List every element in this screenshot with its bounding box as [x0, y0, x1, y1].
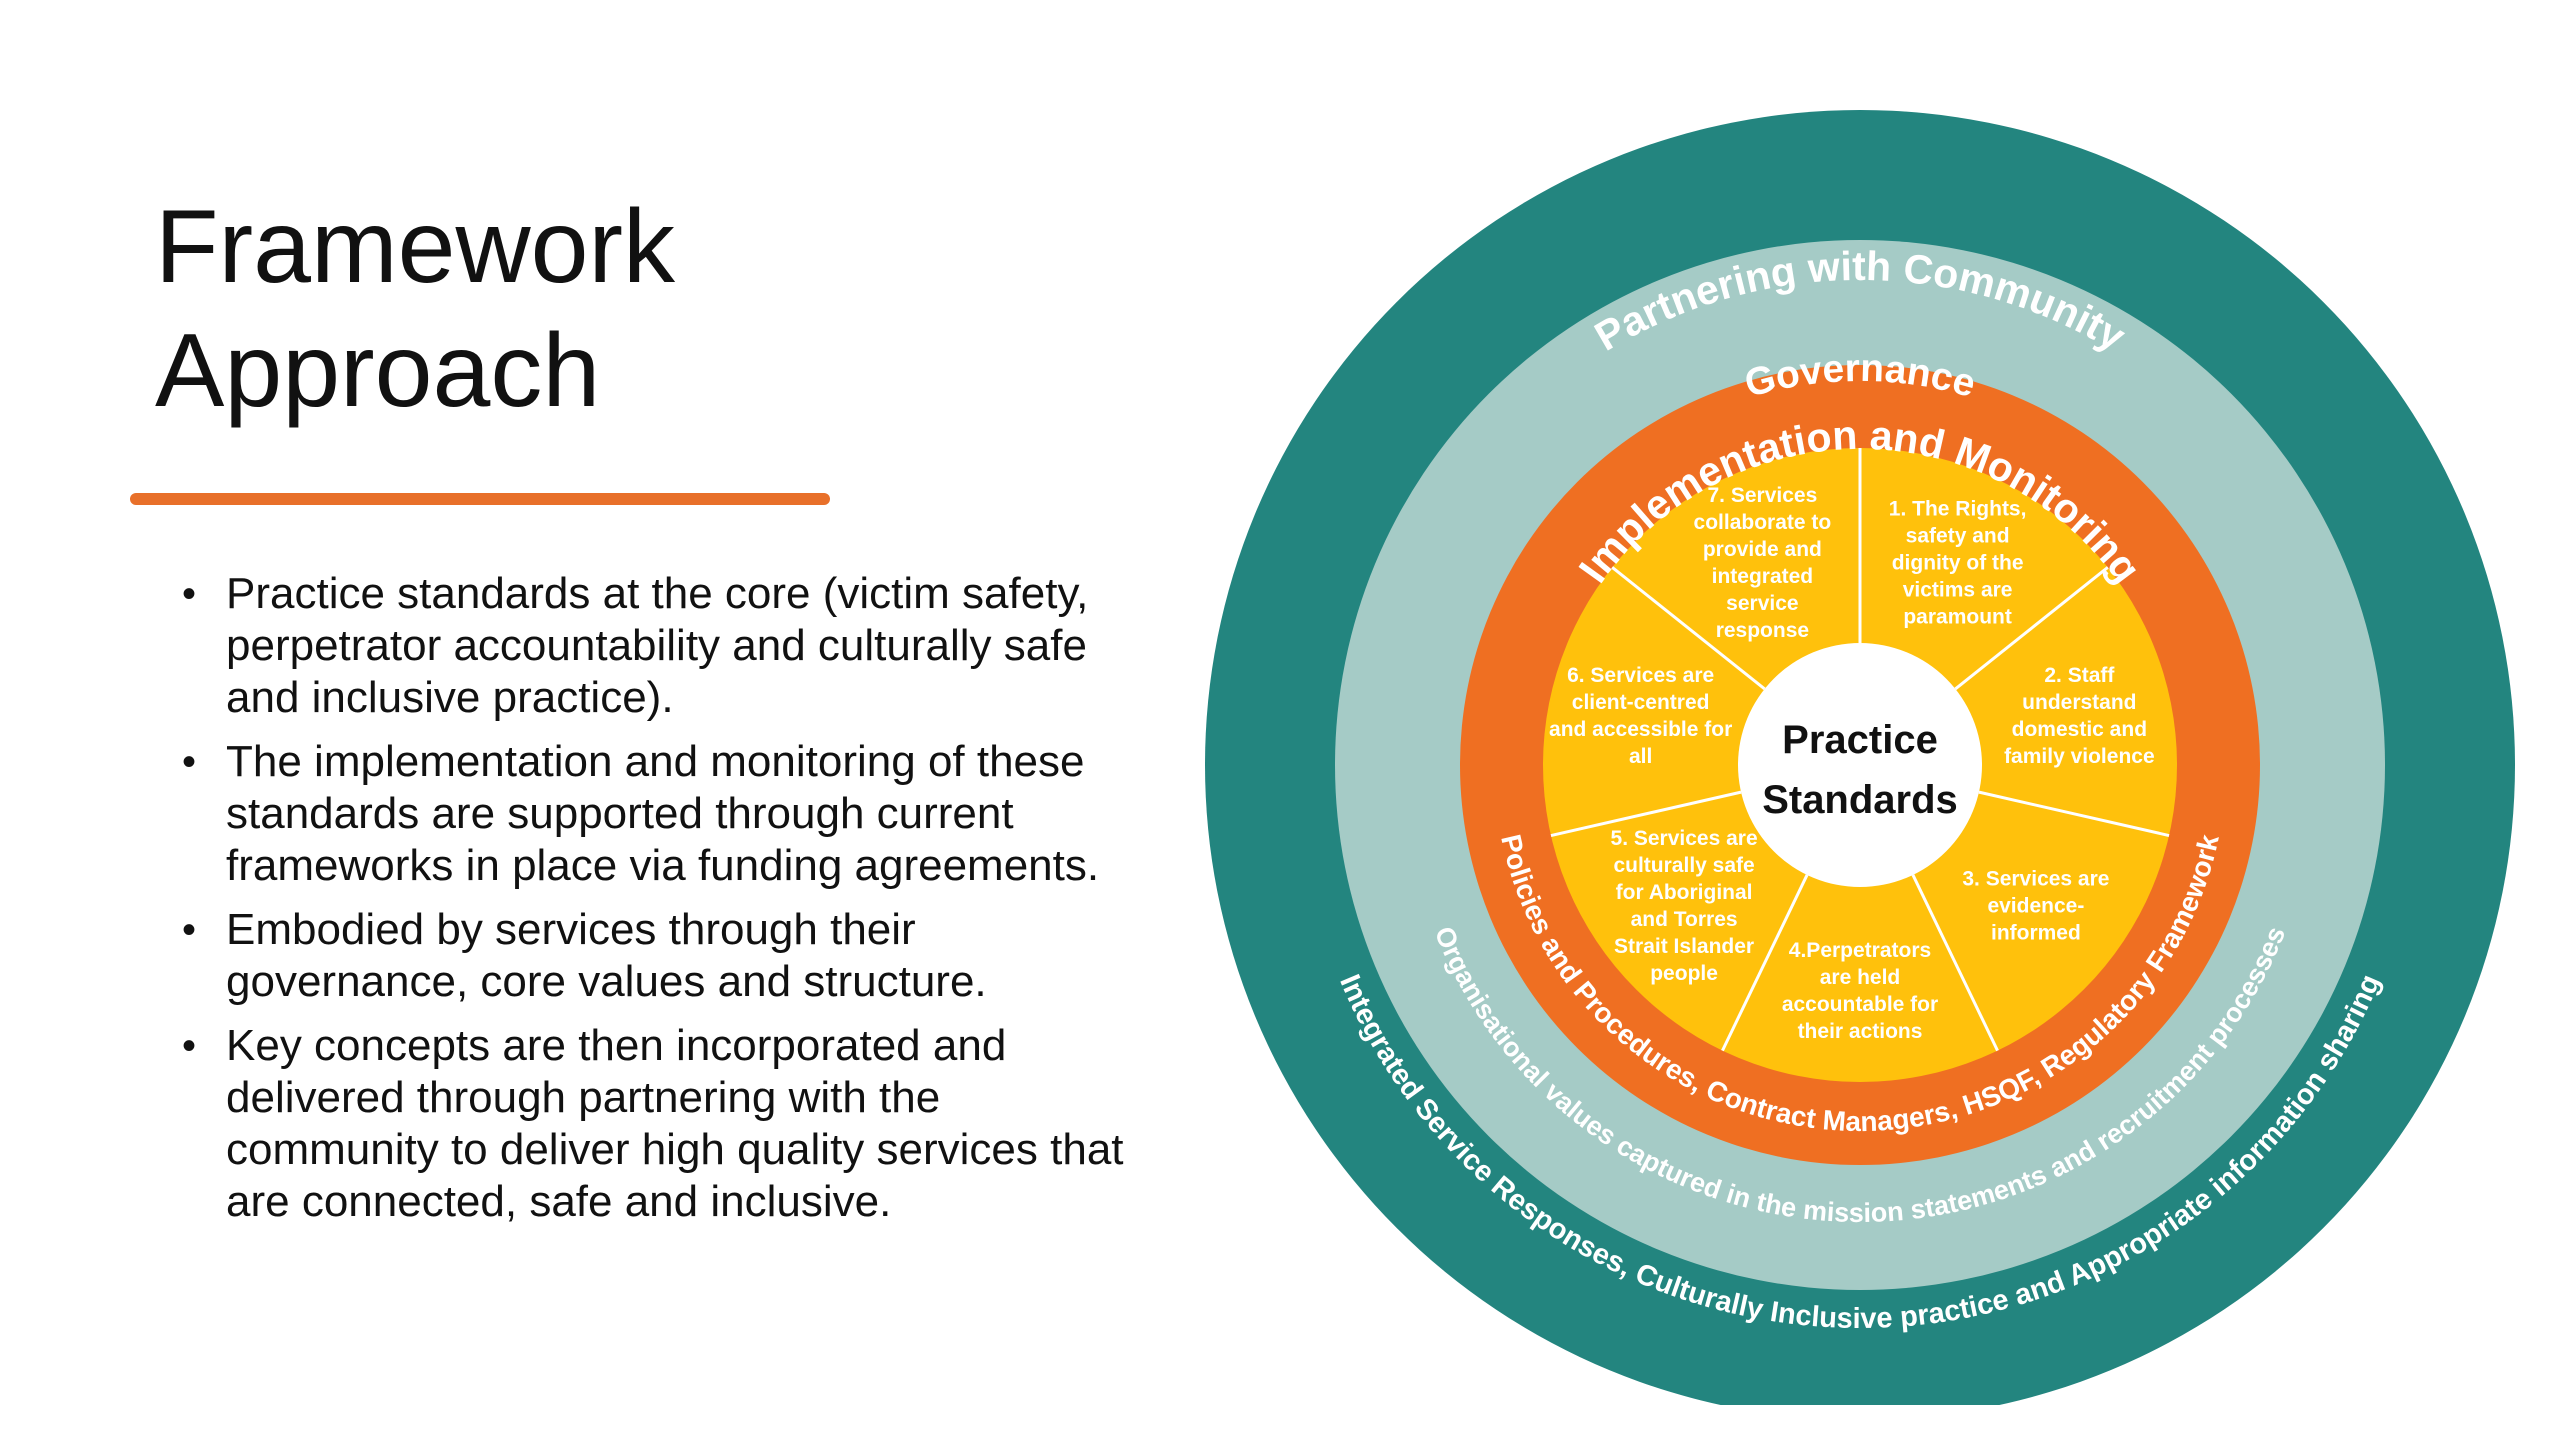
bullet-marker: •: [182, 572, 197, 616]
standard-segment-line: collaborate to: [1694, 511, 1832, 534]
title-line-2: Approach: [155, 313, 601, 429]
standard-segment-line: all: [1629, 745, 1652, 768]
bullet-marker: •: [182, 908, 197, 952]
standard-segment-7-label: 7. Services collaborate to provide and inte…: [1694, 484, 1832, 642]
segment-divider: [1954, 566, 2109, 691]
standard-segment-line: 1. The Rights,: [1889, 498, 2027, 521]
standard-segment-line: victims are: [1903, 579, 2013, 602]
bullet-text: The implementation and monitoring of the…: [226, 737, 1100, 890]
standard-segment-line: informed: [1991, 922, 2081, 945]
standard-segment-2-label: 2. Staff understand domestic and family vio…: [2004, 664, 2155, 768]
standard-segment-5-label: 5. Services are culturally safe for Aborig…: [1611, 827, 1758, 985]
segment-divider: [1721, 874, 1809, 1052]
bullet-item: • Embodied by services through their gove…: [176, 904, 1136, 1008]
bullet-marker: •: [182, 740, 197, 784]
framework-diagram-svg: 1. The Rights, safety and dignity of the vi…: [1205, 110, 2515, 1405]
standard-segment-line: 5. Services are: [1611, 827, 1758, 850]
standard-segment-line: client-centred: [1572, 691, 1710, 714]
bullet-item: • Key concepts are then incorporated and …: [176, 1020, 1136, 1228]
bullet-text: Practice standards at the core (victim s…: [226, 569, 1089, 722]
standard-segment-line: paramount: [1903, 606, 2012, 629]
standard-segment-line: 2. Staff: [2044, 664, 2115, 687]
standard-segment-line: people: [1650, 962, 1718, 985]
standard-segment-line: 6. Services are: [1567, 664, 1714, 687]
standard-segment-6-label: 6. Services are client-centred and accessi…: [1549, 664, 1732, 768]
standard-segment-line: family violence: [2004, 745, 2155, 768]
bullet-text: Embodied by services through their gover…: [226, 905, 987, 1006]
segment-divider: [1978, 790, 2170, 838]
bullet-text: Key concepts are then incorporated and d…: [226, 1021, 1124, 1226]
standard-segment-line: their actions: [1798, 1020, 1923, 1043]
standard-segment-line: dignity of the: [1892, 552, 2024, 575]
segment-divider: [1611, 566, 1766, 691]
title-line-1: Framework: [155, 189, 676, 305]
segment-divider: [1911, 874, 1999, 1052]
core-circle: [1738, 643, 1982, 887]
bullet-list: • Practice standards at the core (victim …: [176, 568, 1136, 1240]
standard-segment-line: culturally safe: [1613, 854, 1754, 877]
standards-dividers: [1550, 448, 2170, 1052]
standard-segment-line: evidence-: [1987, 895, 2084, 918]
standard-segment-line: safety and: [1906, 525, 2010, 548]
standard-segment-1-label: 1. The Rights, safety and dignity of the vi…: [1889, 498, 2027, 629]
standards-segment-labels: 1. The Rights, safety and dignity of the vi…: [1549, 484, 2155, 1043]
left-panel: Framework Approach • Practice standards a…: [0, 0, 1150, 1440]
standard-segment-line: integrated: [1712, 565, 1814, 588]
standard-segment-line: response: [1716, 619, 1809, 642]
standard-segment-line: and accessible for: [1549, 718, 1732, 741]
segment-divider: [1550, 790, 1742, 838]
standard-segment-line: 4.Perpetrators: [1789, 939, 1931, 962]
standard-segment-line: 7. Services: [1707, 484, 1817, 507]
standard-segment-3-label: 3. Services are evidence-informed: [1962, 868, 2109, 945]
standard-segment-line: service: [1726, 592, 1798, 615]
standard-segment-line: Strait Islander: [1614, 935, 1754, 958]
standard-segment-line: understand: [2022, 691, 2136, 714]
title-underline: [130, 493, 830, 505]
bullet-item: • Practice standards at the core (victim …: [176, 568, 1136, 724]
core-label-line-2: Standards: [1762, 778, 1958, 822]
bullet-marker: •: [182, 1024, 197, 1068]
standard-segment-line: for Aboriginal: [1616, 881, 1753, 904]
standard-segment-line: 3. Services are: [1962, 868, 2109, 891]
framework-diagram: 1. The Rights, safety and dignity of the vi…: [1180, 35, 2540, 1405]
standard-segment-line: domestic and: [2012, 718, 2147, 741]
core-label-line-1: Practice: [1782, 718, 1938, 762]
slide-title: Framework Approach: [155, 185, 1055, 433]
standard-segment-4-label: 4.Perpetrators are held accountable for the…: [1782, 939, 1938, 1043]
standard-segment-line: accountable for: [1782, 993, 1938, 1016]
standard-segment-line: and Torres: [1631, 908, 1738, 931]
standard-segment-line: provide and: [1703, 538, 1822, 561]
standard-segment-line: are held: [1820, 966, 1901, 989]
bullet-item: • The implementation and monitoring of th…: [176, 736, 1136, 892]
